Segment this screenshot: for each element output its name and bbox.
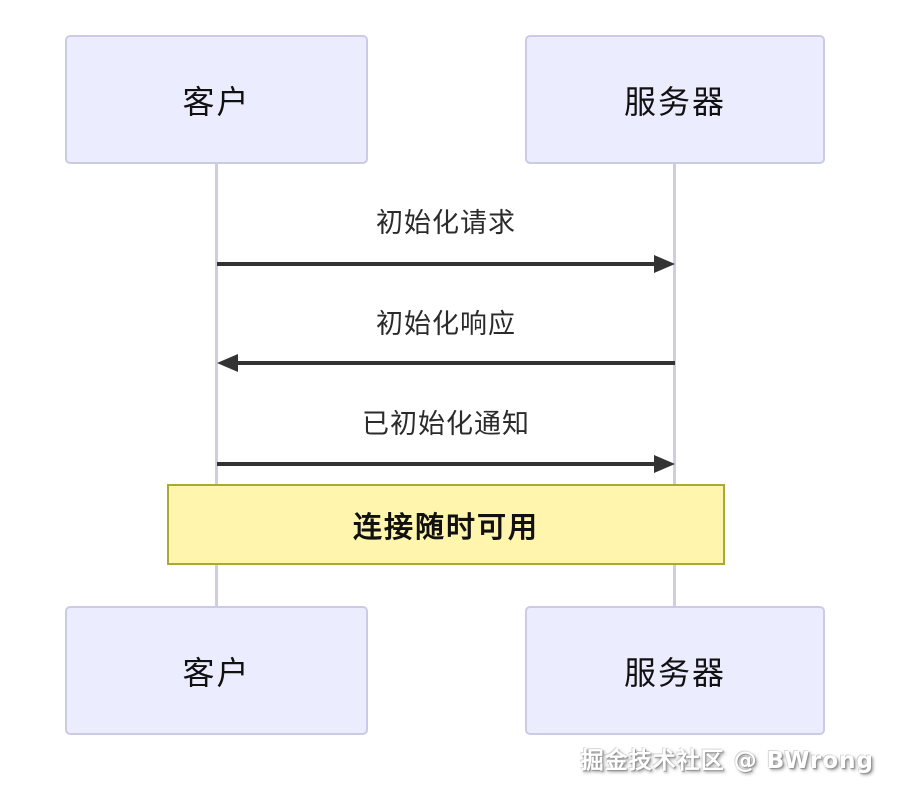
message-label-2: 初始化响应 <box>376 309 516 340</box>
arrowhead-right-icon <box>654 255 675 273</box>
actor-label-server: 服务器 <box>623 653 726 692</box>
actor-box-client-bottom: 客户 <box>65 606 368 735</box>
watermark: 掘金技术社区 @ BWrong <box>580 748 874 774</box>
actor-label-server: 服务器 <box>623 82 726 121</box>
arrow-line <box>217 262 654 266</box>
note-label: 连接随时可用 <box>352 509 539 544</box>
arrowhead-left-icon <box>217 354 238 372</box>
arrow-line <box>217 462 654 466</box>
actor-label-client: 客户 <box>182 653 251 692</box>
message-label-1: 初始化请求 <box>376 208 516 239</box>
arrowhead-right-icon <box>654 455 675 473</box>
actor-box-client-top: 客户 <box>65 35 368 164</box>
lifeline-client <box>215 164 218 606</box>
message-label-3: 已初始化通知 <box>362 409 530 440</box>
arrow-line <box>238 361 675 365</box>
actor-label-client: 客户 <box>182 82 251 121</box>
actor-box-server-top: 服务器 <box>525 35 825 164</box>
actor-box-server-bottom: 服务器 <box>525 606 825 735</box>
note-box: 连接随时可用 <box>167 484 725 565</box>
lifeline-server <box>673 164 676 606</box>
